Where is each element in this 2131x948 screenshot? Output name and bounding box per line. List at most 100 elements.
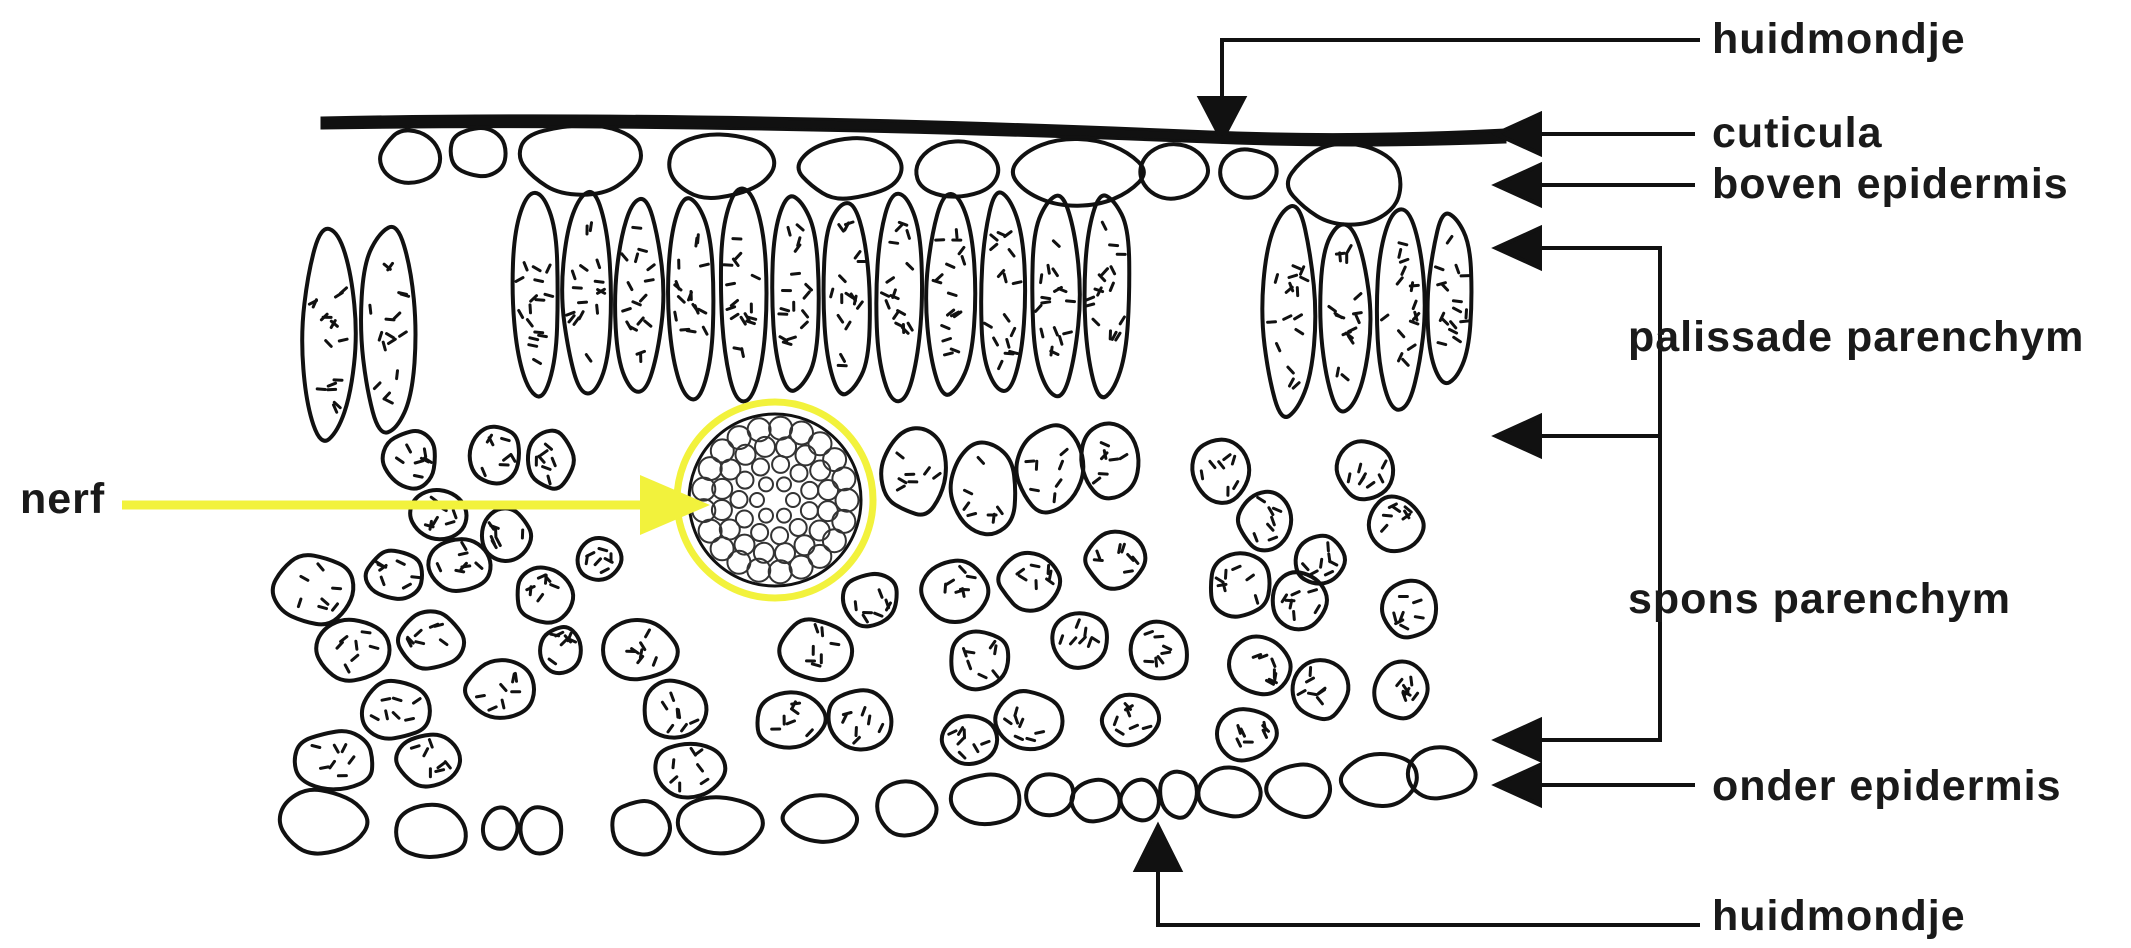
chloroplast-mark [1294, 612, 1295, 620]
palisade-cell [1032, 196, 1080, 397]
chloroplast-mark [1026, 461, 1034, 462]
upper-epidermis-cell [669, 134, 774, 198]
chloroplast-mark [1411, 677, 1412, 685]
chloroplast-mark [349, 757, 354, 763]
chloroplast-mark [1347, 246, 1351, 253]
label-stoma-top: huidmondje [1712, 18, 1966, 61]
chloroplast-mark [548, 476, 550, 484]
chloroplast-mark [1019, 576, 1026, 580]
chloroplast-mark [984, 323, 991, 327]
chloroplast-mark [1111, 267, 1115, 274]
chloroplast-mark [645, 321, 651, 326]
chloroplast-mark [637, 351, 645, 354]
label-palisade: palissade parenchym [1628, 316, 2084, 359]
chloroplast-mark [342, 745, 346, 752]
chloroplast-mark [399, 293, 407, 295]
chloroplast-mark [527, 320, 532, 326]
chloroplast-mark [978, 458, 983, 464]
spongy-cell [366, 551, 422, 599]
chloroplast-mark [1120, 317, 1124, 324]
chloroplast-mark [982, 741, 989, 744]
chloroplast-mark [1076, 620, 1079, 628]
chloroplast-mark [1125, 571, 1133, 572]
vein-cell [796, 445, 816, 465]
chloroplast-mark [780, 337, 787, 341]
spongy-cell [295, 731, 372, 789]
chloroplast-mark [389, 339, 396, 343]
vein-cell [727, 551, 750, 574]
lower-epidermis-cell [1341, 754, 1417, 806]
chloroplast-mark [572, 271, 575, 279]
chloroplast-mark [339, 339, 347, 341]
chloroplast-mark [1399, 250, 1401, 258]
chloroplast-mark [586, 355, 591, 362]
chloroplast-mark [662, 702, 666, 709]
chloroplast-mark [1247, 575, 1254, 580]
chloroplast-mark [943, 339, 951, 342]
spongy-cell [528, 431, 574, 489]
chloroplast-mark [552, 458, 555, 465]
chloroplast-mark [393, 698, 401, 700]
chloroplast-mark [502, 700, 504, 708]
chloroplast-mark [1086, 304, 1094, 306]
chloroplast-mark [387, 334, 394, 338]
chloroplast-mark [456, 570, 464, 572]
chloroplast-mark [581, 266, 588, 271]
chloroplast-mark [1053, 241, 1059, 247]
chloroplast-mark [482, 468, 485, 475]
chloroplast-mark [675, 312, 677, 320]
chloroplast-mark [1017, 569, 1024, 574]
chloroplast-mark [898, 311, 905, 315]
upper-epidermis-cell [380, 130, 440, 182]
chloroplast-mark [1272, 659, 1275, 666]
vein-cell [795, 535, 815, 555]
chloroplast-mark [1233, 566, 1240, 569]
vein-cell [801, 502, 818, 519]
chloroplast-mark [516, 278, 523, 282]
chloroplast-mark [962, 257, 965, 265]
spongy-cell [951, 631, 1008, 689]
chloroplast-mark [1382, 315, 1388, 320]
palisade-cell [721, 189, 767, 402]
chloroplast-mark [1321, 559, 1322, 567]
chloroplast-mark [936, 275, 942, 280]
chloroplast-mark [1110, 459, 1118, 460]
chloroplast-mark [623, 309, 631, 312]
chloroplast-mark [424, 749, 428, 756]
chloroplast-mark [556, 632, 563, 636]
chloroplast-mark [1401, 625, 1408, 629]
upper-epidermis-cell [1220, 149, 1277, 197]
chloroplast-mark [1330, 561, 1337, 565]
chloroplast-mark [747, 321, 755, 324]
chloroplast-mark [1110, 245, 1118, 246]
chloroplast-mark [998, 507, 1003, 513]
chloroplast-mark [317, 389, 325, 390]
chloroplast-mark [1093, 319, 1099, 325]
chloroplast-mark [875, 613, 882, 616]
chloroplast-mark [925, 468, 930, 474]
chloroplast-mark [414, 699, 421, 704]
chloroplast-mark [1005, 353, 1013, 354]
chloroplast-mark [430, 521, 431, 529]
chloroplast-mark [882, 293, 889, 297]
chloroplast-mark [1158, 657, 1163, 663]
chloroplast-mark [462, 543, 466, 550]
chloroplast-mark [949, 731, 956, 734]
chloroplast-mark [1315, 606, 1319, 613]
chloroplast-mark [515, 673, 516, 681]
chloroplast-mark [445, 762, 450, 768]
chloroplast-mark [524, 263, 527, 270]
lower-epidermis-cell [783, 795, 857, 842]
chloroplast-mark [1335, 313, 1342, 317]
chloroplast-mark [539, 456, 544, 462]
chloroplast-mark [787, 721, 794, 724]
spongy-cell [757, 692, 825, 747]
chloroplast-mark [727, 283, 735, 285]
chloroplast-mark [681, 329, 689, 330]
chloroplast-mark [1400, 259, 1408, 262]
chloroplast-mark [403, 584, 410, 588]
chloroplast-mark [301, 576, 308, 580]
chloroplast-mark [535, 332, 543, 333]
chloroplast-mark [1355, 294, 1361, 299]
vein-cell [786, 493, 800, 507]
